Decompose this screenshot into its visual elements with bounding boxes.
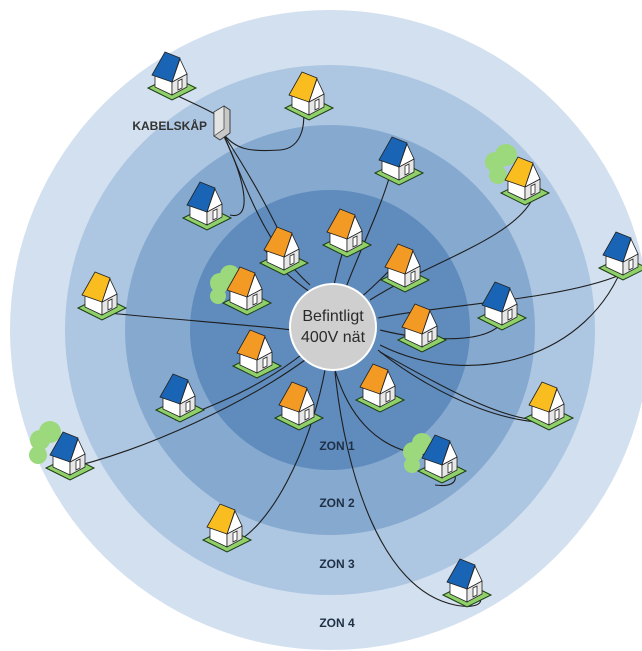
center-label-line-2: 400V nät	[301, 329, 366, 346]
zone-4-label: ZON 4	[319, 616, 355, 630]
existing-grid-node: Befintligt 400V nät	[289, 283, 377, 371]
zone-3-label: ZON 3	[319, 557, 355, 571]
zone-1-label: ZON 1	[319, 439, 355, 453]
cable-cabinet: KABELSKÅP	[132, 105, 231, 141]
center-label-line-1: Befintligt	[302, 308, 364, 325]
cable-cabinet-label: KABELSKÅP	[132, 118, 207, 133]
zone-labels: ZON 1 ZON 2 ZON 3 ZON 4	[319, 439, 355, 630]
grid-center-circle	[289, 283, 377, 371]
zone-2-label: ZON 2	[319, 496, 355, 510]
trees	[29, 144, 517, 473]
